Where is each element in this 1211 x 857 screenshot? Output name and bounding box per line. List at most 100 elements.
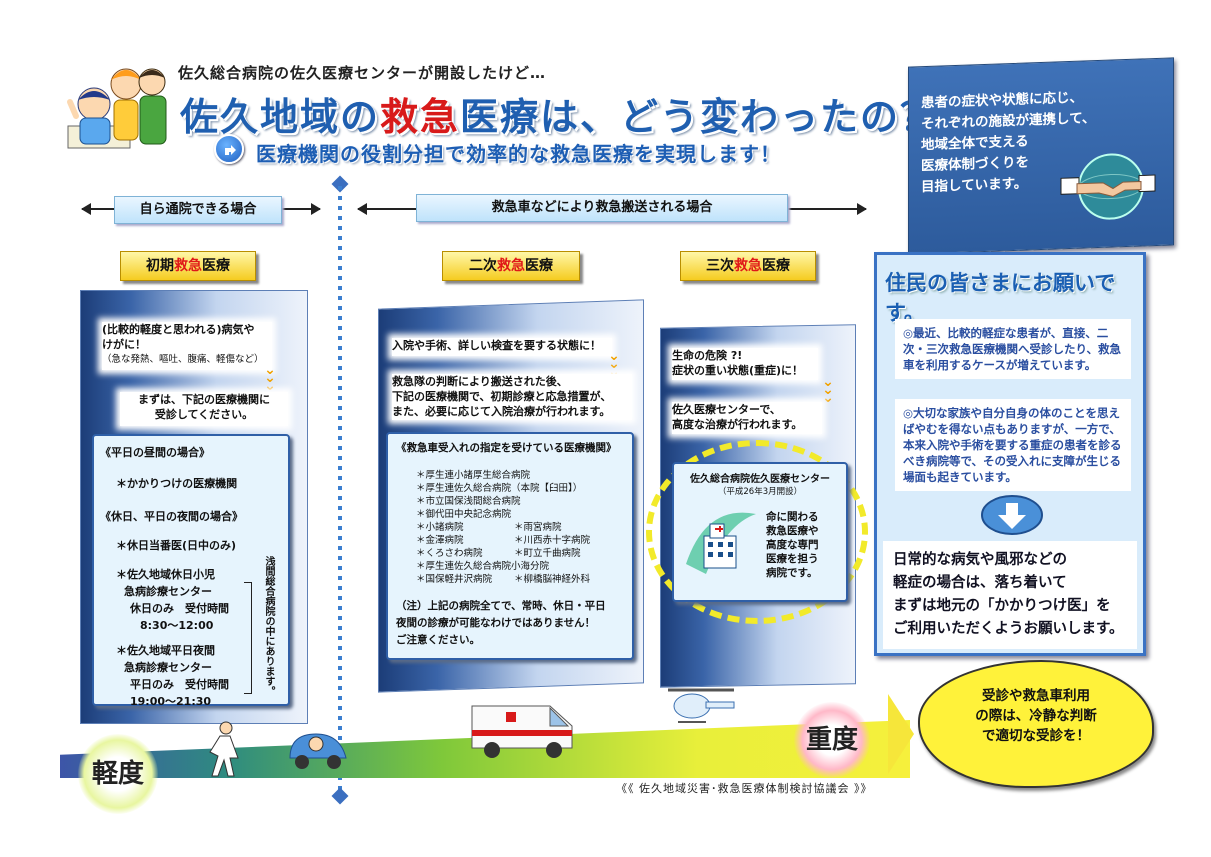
secondary-card-process: 救急隊の判断により搬送された後、 下記の医療機関で、初期診療と応急措置が、 また… [392,374,632,420]
list-item: ＊市立国保浅間総合病院 [416,496,521,507]
text: ＊佐久地域平日夜間 [116,644,215,657]
level-text: 初期 [146,258,174,274]
pediatric-center: ＊佐久地域休日小児 急病診療センター 休日のみ 受付時間 8:30～12:00 [116,566,282,634]
text: けがに！ [102,338,146,351]
text: 救急隊の判断により搬送された後、 [392,375,568,388]
secondary-scroll: 《救急車受入れの指定を受けている医療機関》 ＊厚生連小諸厚生総合病院 ＊厚生連佐… [386,432,634,660]
residents-card-2: ◎大切な家族や自分自身の体のことを思えばやむを得ない点もありますが、一方で、本来… [895,399,1131,491]
level-secondary: 二次救急医療 [442,251,580,281]
text: 重度 [805,725,858,755]
list-item: ＊金澤病院 [416,535,464,546]
text: （急な発熱、嘔吐、腹痛、軽傷など） [102,354,264,365]
down-arrow-icon [981,495,1043,535]
text: 下記の医療機関で、初期診療と応急措置が、 [392,390,612,403]
text: 症状の重い状態(重症)に！ [672,364,804,377]
list-item: ＊町立千曲病院 [514,548,581,559]
level-text: 二次 [469,258,497,274]
text: 夜間の診療が可能なわけではありません！ [396,617,596,629]
list-row: ＊小諸病院 ＊雨宮病院 [416,521,624,534]
text: 高度な専門 [766,539,819,551]
level-primary: 初期救急医療 [120,251,256,281]
divider-dotted-line [338,186,342,798]
level-text: 医療 [202,258,230,274]
text: 休日のみ 受付時間 [130,602,229,615]
text: ＊休日当番医(日中のみ) [116,539,237,552]
helicopter-icon [662,684,740,738]
text: 受診や救急車利用 [982,688,1090,704]
page-title: 佐久地域の救急医療は、どう変わったの？ [180,86,940,141]
level-text: 三次 [706,258,734,274]
list-row: ＊国保軽井沢病院 ＊柳橋脳神経外科 [416,573,624,586]
night-center: ＊佐久地域平日夜間 急病診療センター 平日のみ 受付時間 19:00～21:30 [116,642,282,710]
tertiary-card-treatment: 佐久医療センターで、 高度な治療が行われます。 [672,402,822,434]
text: 受診してください。 [154,408,254,421]
list-item: ＊雨宮病院 [514,522,562,533]
down-arrow-icon: ⌄⌄⌄ [264,362,276,394]
severity-arrow-head [888,694,914,774]
car-driver-icon [286,724,350,772]
text: 19:00～21:30 [130,695,212,708]
doctor-running-icon [200,720,248,780]
list-row: ＊金澤病院 ＊川西赤十字病院 [416,534,624,547]
mild-label: 軽度 [78,734,158,814]
text: で適切な受診を！ [982,728,1090,744]
hospital-list: ＊厚生連小諸厚生総合病院 ＊厚生連佐久総合病院（本院【臼田】） ＊市立国保浅間総… [416,469,624,586]
ambulance-icon [470,700,580,760]
highlight-dashed-ellipse [646,440,868,624]
medical-center-box: 佐久総合病院佐久医療センター （平成26年3月開設） 命に関わる 救急医療や 高… [672,462,848,602]
text: まずは地元の「かかりつけ医」を [893,598,1111,614]
center-name: 佐久総合病院佐久医療センター [690,474,830,485]
level-tertiary: 三次救急医療 [680,251,816,281]
text: 佐久医療センターで、 [672,403,781,416]
advice-cloud: 受診や救急車利用 の際は、冷静な判断 で適切な受診を！ [918,660,1154,788]
primary-card-visit: まずは、下記の医療機関に 受診してください。 [120,392,288,426]
list-item: ＊川西赤十字病院 [514,535,591,546]
text: 急病診療センター [124,661,212,674]
tertiary-card-condition: 生命の危険 ?! 症状の重い状態(重症)に！ [672,348,818,380]
text: の際は、冷静な判断 [975,708,1097,724]
residents-card-1: ◎最近、比較的軽症な患者が、直接、二次・三次救急医療機関へ受診したり、救急車を利… [895,319,1131,379]
text: 日常的な病気や風邪などの [893,552,1067,568]
text: 軽度 [91,759,144,789]
text: まずは、下記の医療機関に [138,393,270,406]
center-opened: （平成26年3月開設） [717,487,803,497]
text: （注）上記の病院全てで、常時、休日・平日 [396,600,606,612]
secondary-card-condition: 入院や手術、詳しい検査を要する状態に！ [392,338,612,356]
text: 生命の危険 ?! [672,349,743,362]
text: ご注意ください。 [396,634,480,646]
text: 病院です。 [766,567,818,579]
text: ご利用いただくようお願いします。 [893,621,1124,637]
list-item: ＊厚生連佐久総合病院小海分院 [416,561,550,572]
list-item: ＊小諸病院 [416,522,464,533]
level-text-red: 救急 [174,258,202,274]
divider-bottom-diamond [331,787,349,805]
residents-title: 住民の皆さまにお願いです。 [885,271,1116,325]
text: 急病診療センター [124,585,212,598]
hospital-building-icon [680,504,762,576]
handshake-globe-icon [1057,151,1157,224]
pre-title: 佐久総合病院の佐久医療センターが開設したけど… [178,64,547,82]
self-visit-header: 自ら通院できる場合 [114,196,282,224]
list-item: ＊厚生連小諸厚生総合病院 [416,470,531,481]
vertical-note: 浅間総合病院の中にあります。 [263,556,274,696]
text: ＊佐久地域休日小児 [116,568,215,581]
footer-organization: 《《 佐久地域災害･救急医療体制検討協議会 》》 [616,782,873,795]
right-turn-arrow-icon [214,134,244,164]
text: 《休日、平日の夜間の場合》 [100,510,243,523]
title-red: 救急 [380,95,461,139]
primary-card-condition: (比較的軽度と思われる)病気や けがに！ （急な発熱、嘔吐、腹痛、軽傷など） [102,322,272,370]
residents-footer: 日常的な病気や風邪などの 軽症の場合は、落ち着いて まずは地元の「かかりつけ医」… [883,541,1137,649]
down-arrow-icon: ⌄⌄⌄ [608,348,620,380]
severe-label: 重度 [794,702,870,778]
level-text-red: 救急 [497,258,525,274]
text: 命に関わる [766,511,819,523]
list-item: ＊国保軽井沢病院 [416,574,493,585]
center-desc: 命に関わる 救急医療や 高度な専門 医療を担う 病院です。 [766,510,819,580]
text: (比較的軽度と思われる)病気や [102,323,255,336]
blue-note: 患者の症状や状態に応じ、 それぞれの施設が連携して、 地域全体で支える 医療体制… [908,57,1174,255]
list-item: ＊柳橋脳神経外科 [514,574,591,585]
bracket [244,582,252,694]
text: ＊かかりつけの医療機関 [116,477,238,490]
list-item: ＊厚生連佐久総合病院（本院【臼田】） [416,483,583,494]
title-part1: 佐久地域の [180,95,381,139]
